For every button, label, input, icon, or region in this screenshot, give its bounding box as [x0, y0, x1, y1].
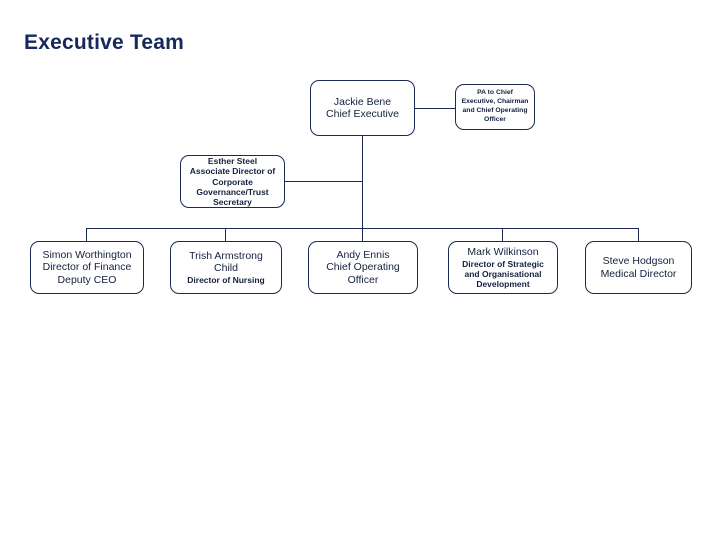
node-director-of-finance[interactable]: Simon Worthington Director of Finance De…: [30, 241, 144, 294]
connector-drop-director-strategic: [502, 228, 503, 241]
node-associate-director-line-4: Secretary: [213, 196, 252, 207]
node-pa-assistant-line-4: Officer: [484, 115, 506, 123]
node-medical-director[interactable]: Steve Hodgson Medical Director: [585, 241, 692, 294]
node-chief-operating-officer-line-2: Officer: [347, 273, 379, 286]
connector-drop-director-nursing: [225, 228, 226, 241]
node-medical-director-role: Medical Director: [600, 267, 677, 280]
node-associate-director-line-2: Corporate: [212, 176, 253, 187]
node-pa-assistant-line-3: and Chief Operating: [462, 107, 528, 114]
connector-trunk-to-associate-director: [285, 181, 362, 182]
node-director-strategic-organisational-development[interactable]: Mark Wilkinson Director of Strategic and…: [448, 241, 558, 294]
node-director-strategic-line-1: Director of Strategic: [462, 258, 544, 269]
node-director-of-nursing[interactable]: Trish Armstrong Child Director of Nursin…: [170, 241, 282, 294]
node-director-of-finance-line-2: Deputy CEO: [57, 273, 117, 286]
node-director-strategic-name: Mark Wilkinson: [467, 246, 539, 259]
connector-ceo-to-pa: [415, 108, 455, 109]
node-pa-assistant-line-1: PA to Chief: [477, 89, 513, 97]
node-chief-operating-officer-line-1: Chief Operating: [326, 261, 400, 274]
node-chief-operating-officer[interactable]: Andy Ennis Chief Operating Officer: [308, 241, 418, 294]
connector-ceo-trunk: [362, 136, 363, 228]
node-pa-assistant[interactable]: PA to Chief Executive, Chairman and Chie…: [455, 84, 535, 130]
node-director-of-nursing-role: Director of Nursing: [187, 274, 265, 285]
node-chief-executive-name: Jackie Bene: [333, 95, 392, 108]
node-associate-director-name: Esther Steel: [207, 156, 258, 167]
node-associate-director-corporate-governance[interactable]: Esther Steel Associate Director of Corpo…: [180, 155, 285, 208]
node-director-strategic-line-3: Development: [476, 278, 530, 289]
node-chief-executive-role: Chief Executive: [326, 108, 399, 120]
node-director-of-nursing-name-2: Child: [214, 262, 238, 275]
node-director-of-finance-line-1: Director of Finance: [42, 261, 132, 274]
node-associate-director-line-1: Associate Director of: [189, 166, 276, 177]
node-director-of-nursing-name: Trish Armstrong: [189, 250, 263, 263]
connector-drop-medical-director: [638, 228, 639, 241]
node-pa-assistant-line-2: Executive, Chairman: [461, 98, 529, 106]
connector-drop-director-finance: [86, 228, 87, 241]
node-chief-executive[interactable]: Jackie Bene Chief Executive: [310, 80, 415, 136]
node-chief-operating-officer-name: Andy Ennis: [336, 248, 390, 261]
node-director-of-finance-name: Simon Worthington: [42, 248, 132, 261]
node-associate-director-line-3: Governance/Trust: [196, 186, 269, 197]
page-title: Executive Team: [24, 31, 184, 54]
node-director-strategic-line-2: and Organisational: [464, 268, 542, 279]
node-medical-director-name: Steve Hodgson: [602, 255, 675, 268]
connector-drop-chief-operating-officer: [362, 228, 363, 241]
